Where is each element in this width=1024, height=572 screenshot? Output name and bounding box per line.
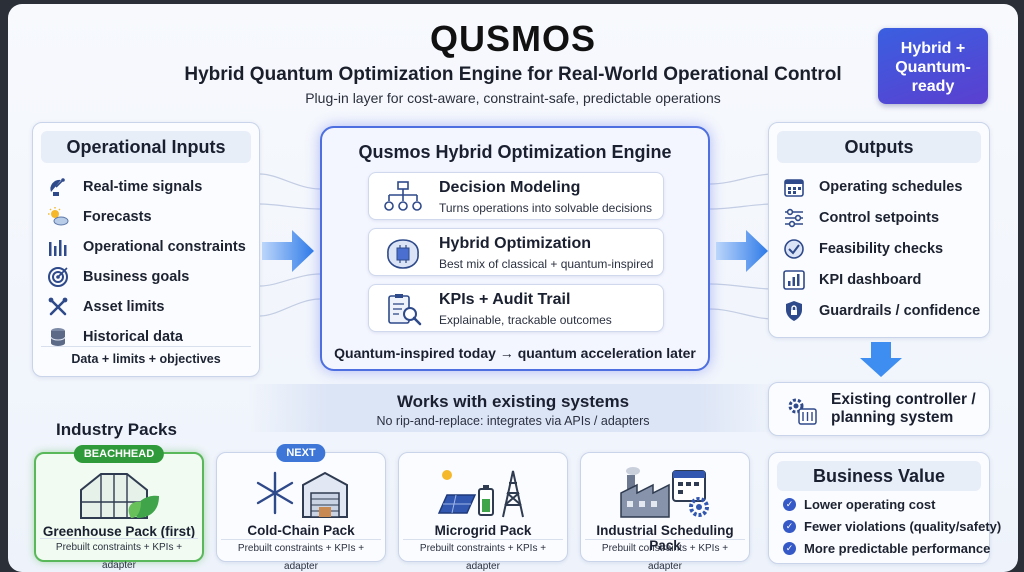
output-item-label: Control setpoints <box>819 210 940 226</box>
shield-lock-icon <box>786 301 802 321</box>
diagram-canvas: QUSMOS Hybrid Quantum Optimization Engin… <box>8 4 1018 572</box>
sliders-icon <box>785 208 803 228</box>
value-item-label: Fewer violations (quality/safety) <box>804 519 1002 534</box>
output-item-label: KPI dashboard <box>819 272 922 288</box>
existing-controller-box: Existing controller / planning system <box>768 382 990 436</box>
next-tag: NEXT <box>276 444 326 462</box>
gear-sliders-icon <box>788 398 817 425</box>
integration-subtitle: No rip-and-replace: integrates via APIs … <box>376 414 650 428</box>
input-item-label: Operational constraints <box>83 239 246 255</box>
snowflake-warehouse-icon <box>256 471 348 518</box>
value-item: ✓ Fewer violations (quality/safety) <box>783 519 1001 534</box>
bar-chart-icon <box>783 270 805 290</box>
solar-battery-pylon-icon <box>437 470 524 518</box>
engine-card-decision-modeling: Decision Modeling Turns operations into … <box>368 172 664 220</box>
output-item-label: Feasibility checks <box>819 241 944 257</box>
input-item-label: Business goals <box>83 269 190 285</box>
value-item-label: More predictable performance <box>804 541 991 556</box>
industry-packs-title: Industry Packs <box>56 420 177 439</box>
controller-label: Existing controller / planning system <box>831 391 976 426</box>
business-value-panel: Business Value ✓ Lower operating cost ✓ … <box>768 452 1001 564</box>
pack-footer: Prebuilt constraints + KPIs + adapter <box>403 539 563 572</box>
engine-card-hybrid-optimization: Hybrid Optimization Best mix of classica… <box>368 228 664 276</box>
pack-name: Microgrid Pack <box>434 523 532 538</box>
output-item-kpi-dashboard: KPI dashboard <box>783 268 921 292</box>
input-item-label: Forecasts <box>83 209 152 225</box>
inputs-title: Operational Inputs <box>41 131 251 163</box>
engine-footer: Quantum-inspired today → quantum acceler… <box>334 345 696 361</box>
calendar-icon <box>784 179 804 197</box>
pack-greenhouse: BEACHHEAD Greenhouse Pack (first) Prebui… <box>34 445 204 571</box>
engine-card-desc: Turns operations into solvable decisions <box>439 201 653 215</box>
pack-industrial-scheduling: Industrial Scheduling Pack Prebuilt cons… <box>580 452 750 572</box>
inputs-footer: Data + limits + objectives <box>41 346 251 370</box>
page-subtitle: Hybrid Quantum Optimization Engine for R… <box>184 64 842 85</box>
page-title: QUSMOS <box>429 18 596 59</box>
engine-card-title: KPIs + Audit Trail <box>439 291 571 308</box>
engine-card-title: Decision Modeling <box>439 179 581 196</box>
pack-name: Greenhouse Pack (first) <box>42 524 196 539</box>
check-circle-icon <box>784 239 804 259</box>
business-value-title: Business Value <box>777 461 981 491</box>
value-item-label: Lower operating cost <box>804 497 936 512</box>
output-item-guardrails-confidence: Guardrails / confidence <box>783 299 980 323</box>
connector-lines <box>259 173 774 320</box>
page-tagline: Plug-in layer for cost-aware, constraint… <box>305 90 721 106</box>
value-item: ✓ More predictable performance <box>783 541 990 556</box>
flowchart-icon <box>384 181 422 211</box>
engine-card-kpis-audit-trail: KPIs + Audit Trail Explainable, trackabl… <box>368 284 664 332</box>
pack-footer: Prebuilt constraints + KPIs + adapter <box>40 538 198 571</box>
check-icon: ✓ <box>783 542 796 555</box>
tools-icon <box>48 297 68 316</box>
inputs-panel: Operational Inputs Real-time signals For… <box>32 122 260 377</box>
gauge-bars-icon <box>49 240 67 256</box>
pack-footer: Prebuilt constraints + KPIs + adapter <box>221 539 381 572</box>
value-item: ✓ Lower operating cost <box>783 497 935 512</box>
input-item-asset-limits: Asset limits <box>47 295 164 319</box>
input-item-label: Real-time signals <box>83 179 203 195</box>
input-item-historical-data: Historical data <box>47 325 183 349</box>
check-icon: ✓ <box>783 520 796 533</box>
integration-title: Works with existing systems <box>396 392 630 411</box>
integration-band <box>248 384 778 432</box>
input-item-forecasts: Forecasts <box>47 205 152 229</box>
database-icon <box>50 328 66 346</box>
beachhead-tag: BEACHHEAD <box>73 445 165 463</box>
output-item-label: Guardrails / confidence <box>819 303 981 319</box>
pack-microgrid: Microgrid Pack Prebuilt constraints + KP… <box>398 452 568 572</box>
factory-calendar-icon <box>620 467 709 518</box>
engine-panel: Qusmos Hybrid Optimization Engine Decisi… <box>320 126 710 371</box>
input-item-label: Asset limits <box>83 299 165 315</box>
target-icon <box>48 267 68 287</box>
output-item-operating-schedules: Operating schedules <box>783 175 962 199</box>
outputs-panel: Outputs Operating schedules Control setp… <box>768 122 990 338</box>
input-item-operational-constraints: Operational constraints <box>47 235 246 259</box>
input-item-real-time-signals: Real-time signals <box>47 175 202 199</box>
engine-card-title: Hybrid Optimization <box>439 235 591 252</box>
pack-cold-chain: NEXT Cold-Chain Pack Prebuilt constraint… <box>216 444 386 572</box>
engine-card-desc: Best mix of classical + quantum-inspired <box>439 257 654 271</box>
clipboard-magnifier-icon <box>388 294 422 326</box>
output-item-feasibility-checks: Feasibility checks <box>783 237 943 261</box>
greenhouse-icon <box>80 473 159 519</box>
pack-name: Cold-Chain Pack <box>247 523 355 538</box>
arrow-right-icon <box>262 230 314 272</box>
engine-card-desc: Explainable, trackable outcomes <box>439 313 612 327</box>
brain-chip-icon <box>387 239 419 269</box>
sun-cloud-icon <box>48 207 69 226</box>
hybrid-badge: Hybrid + Quantum-ready <box>878 28 988 104</box>
check-icon: ✓ <box>783 498 796 511</box>
engine-title: Qusmos Hybrid Optimization Engine <box>358 142 672 162</box>
input-item-business-goals: Business goals <box>47 265 189 289</box>
input-item-label: Historical data <box>83 329 183 345</box>
satellite-dish-icon <box>50 178 65 196</box>
arrow-down-icon <box>860 342 902 377</box>
outputs-title: Outputs <box>777 131 981 163</box>
output-item-label: Operating schedules <box>819 179 963 195</box>
pack-footer: Prebuilt constraints + KPIs + adapter <box>585 539 745 572</box>
arrow-right-icon <box>716 230 768 272</box>
pack-name: Industrial Scheduling Pack <box>596 523 734 553</box>
output-item-control-setpoints: Control setpoints <box>783 206 939 230</box>
